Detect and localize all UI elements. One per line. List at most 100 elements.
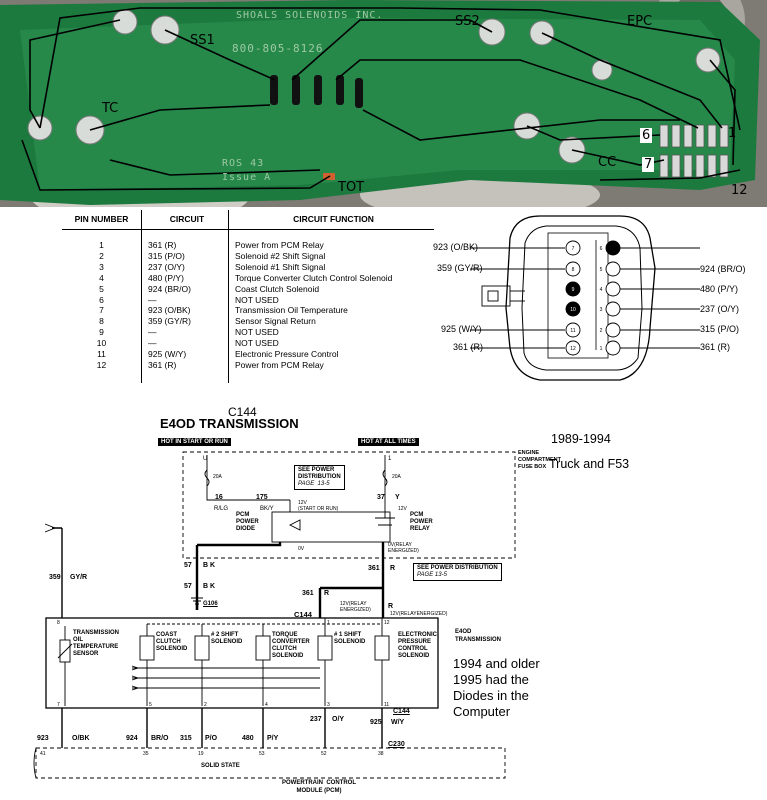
bottom-wire-923-num: 923 xyxy=(37,735,49,742)
circuit-cell: 925 (W/Y) xyxy=(141,349,229,360)
pin-label-8: 8 xyxy=(572,267,575,273)
wire-175: 175 xyxy=(256,494,268,501)
pcm-pin-19: 19 xyxy=(198,751,204,757)
circuit-cell: 361 (R) xyxy=(141,359,229,383)
pin-label-12: 12 xyxy=(570,346,576,352)
hot-all-times-tag: HOT AT ALL TIMES xyxy=(358,438,419,446)
function-cell: NOT USED xyxy=(235,327,279,338)
pin-label-5: 5 xyxy=(600,267,603,273)
pin-label-10: 10 xyxy=(570,307,576,313)
hot-start-run-tag: HOT IN START OR RUN xyxy=(158,438,231,446)
table-row: 9— NOT USED xyxy=(62,327,434,339)
wire-oy: O/Y xyxy=(332,716,345,723)
tcc-solenoid-label: TORQUE CONVERTER CLUTCH SOLENOID xyxy=(272,632,310,659)
c230-label: C230 xyxy=(388,741,405,748)
pcb-label-epc: EPC xyxy=(627,14,653,29)
pcb-label-ss2: SS2 xyxy=(455,14,480,29)
bottom-wire-923-color: O/BK xyxy=(72,735,90,742)
v12-start-run: 12V (START OR RUN) xyxy=(298,500,339,512)
bottom-wire-315-num: 315 xyxy=(180,735,192,742)
bpin-11: 11 xyxy=(384,702,390,708)
pin-label-6: 6 xyxy=(600,246,603,252)
relay-energized-label-2: 12V(RELAY ENERGIZED) xyxy=(340,601,371,613)
pin-number-cell: 6 xyxy=(62,294,142,306)
wire-57a: 57 xyxy=(184,562,192,569)
pin-number-cell: 11 xyxy=(62,349,142,360)
function-cell: Power from PCM Relay xyxy=(235,359,324,370)
fuse-1-amps: 20A xyxy=(392,474,401,480)
pcb-pin-12: 12 xyxy=(731,183,748,198)
fuse-u-label: U xyxy=(203,456,208,462)
tpin-1: 1 xyxy=(327,620,330,626)
wire-wy: W/Y xyxy=(391,719,405,726)
relay-energized-label-3: 12V(RELAYENERGIZED) xyxy=(390,611,448,617)
pin-number-cell: 1 xyxy=(62,229,142,251)
c144-top-label: C144 xyxy=(294,610,312,619)
wire-57b: 57 xyxy=(184,583,192,590)
pin-number-cell: 3 xyxy=(62,261,142,273)
bpin-4: 4 xyxy=(265,702,268,708)
pin-label-9: 9 xyxy=(572,287,575,293)
pcm-label: POWERTRAIN CONTROL MODULE (PCM) xyxy=(282,780,356,794)
connector-face-diagram: 7 8 9 10 11 12 6 5 4 3 2 1 xyxy=(470,215,700,381)
bpin-5: 5 xyxy=(149,702,152,708)
pin-number-cell: 5 xyxy=(62,283,142,295)
see-power-page-2: PAGE 13-5 xyxy=(417,572,447,578)
bottom-wire-315-color: P/O xyxy=(205,735,218,742)
circuit-cell: — xyxy=(141,294,229,306)
wire-361a: 361 xyxy=(368,565,380,572)
wire-y: Y xyxy=(395,494,400,501)
pcm-pin-38: 38 xyxy=(378,751,384,757)
schematic-title: E4OD TRANSMISSION xyxy=(160,416,299,431)
table-header-row: PIN NUMBER CIRCUIT CIRCUIT FUNCTION xyxy=(62,210,434,230)
pin-number-cell: 2 xyxy=(62,250,142,262)
table-row: 6—NOT USED xyxy=(62,294,434,306)
circuit-cell: 923 (O/BK) xyxy=(141,305,229,317)
pin-label-2: 2 xyxy=(600,328,603,334)
wire-r-a: R xyxy=(390,565,396,572)
wire-16: 16 xyxy=(215,494,223,501)
pin-label-3: 3 xyxy=(600,307,603,313)
pcm-pin-41: 41 xyxy=(40,751,46,757)
pcb-pin-6: 6 xyxy=(640,128,653,143)
circuit-cell: 359 (GY/R) xyxy=(141,316,229,328)
function-cell: Sensor Signal Return xyxy=(235,316,316,327)
bottom-wire-924-color: BR/O xyxy=(151,735,169,742)
circuit-cell: 924 (BR/O) xyxy=(141,283,229,295)
pcb-phone-text: 800-805-8126 xyxy=(232,42,324,55)
bottom-wire-480-color: P/Y xyxy=(267,735,279,742)
e4od-box-label: E4OD TRANSMISSION xyxy=(455,629,502,643)
pcm-pin-53: 53 xyxy=(259,751,265,757)
table-header-pin: PIN NUMBER xyxy=(62,210,142,230)
pcb-brand-text: SHOALS SOLENOIDS INC. xyxy=(236,10,384,21)
v12-label: 12V xyxy=(398,506,407,512)
pcm-relay-label: PCM POWER RELAY xyxy=(410,512,433,532)
circuit-cell: — xyxy=(141,338,229,350)
function-cell: NOT USED xyxy=(235,338,279,349)
table-header-circuit: CIRCUIT xyxy=(141,210,229,230)
c144-bottom-label: C144 xyxy=(393,708,410,715)
bpin-7: 7 xyxy=(57,702,60,708)
pcb-label-ss1: SS1 xyxy=(190,33,215,48)
see-power-page: PAGE 13-5 xyxy=(298,481,330,487)
pin-number-cell: 9 xyxy=(62,327,142,339)
connector-left-label-923: 923 (O/BK) xyxy=(433,242,479,252)
connector-left-label-925: 925 (W/Y) xyxy=(441,324,482,334)
zero-v-label: 0V xyxy=(298,546,305,552)
wire-37: 37 xyxy=(377,494,385,501)
shift2-solenoid-label: # 2 SHIFT SOLENOID xyxy=(211,632,243,645)
function-cell: Power from PCM Relay xyxy=(235,240,324,250)
circuit-cell: 361 (R) xyxy=(141,229,229,251)
function-cell: Solenoid #2 Shift Signal xyxy=(235,250,326,261)
pcb-photo: SHOALS SOLENOIDS INC. 800-805-8126 ROS 4… xyxy=(0,0,767,207)
shift1-solenoid-label: # 1 SHIFT SOLENOID xyxy=(334,632,366,645)
circuit-cell: — xyxy=(141,327,229,339)
pcb-label-cc: CC xyxy=(598,155,617,170)
pcb-issue-text: Issue A xyxy=(222,172,272,183)
